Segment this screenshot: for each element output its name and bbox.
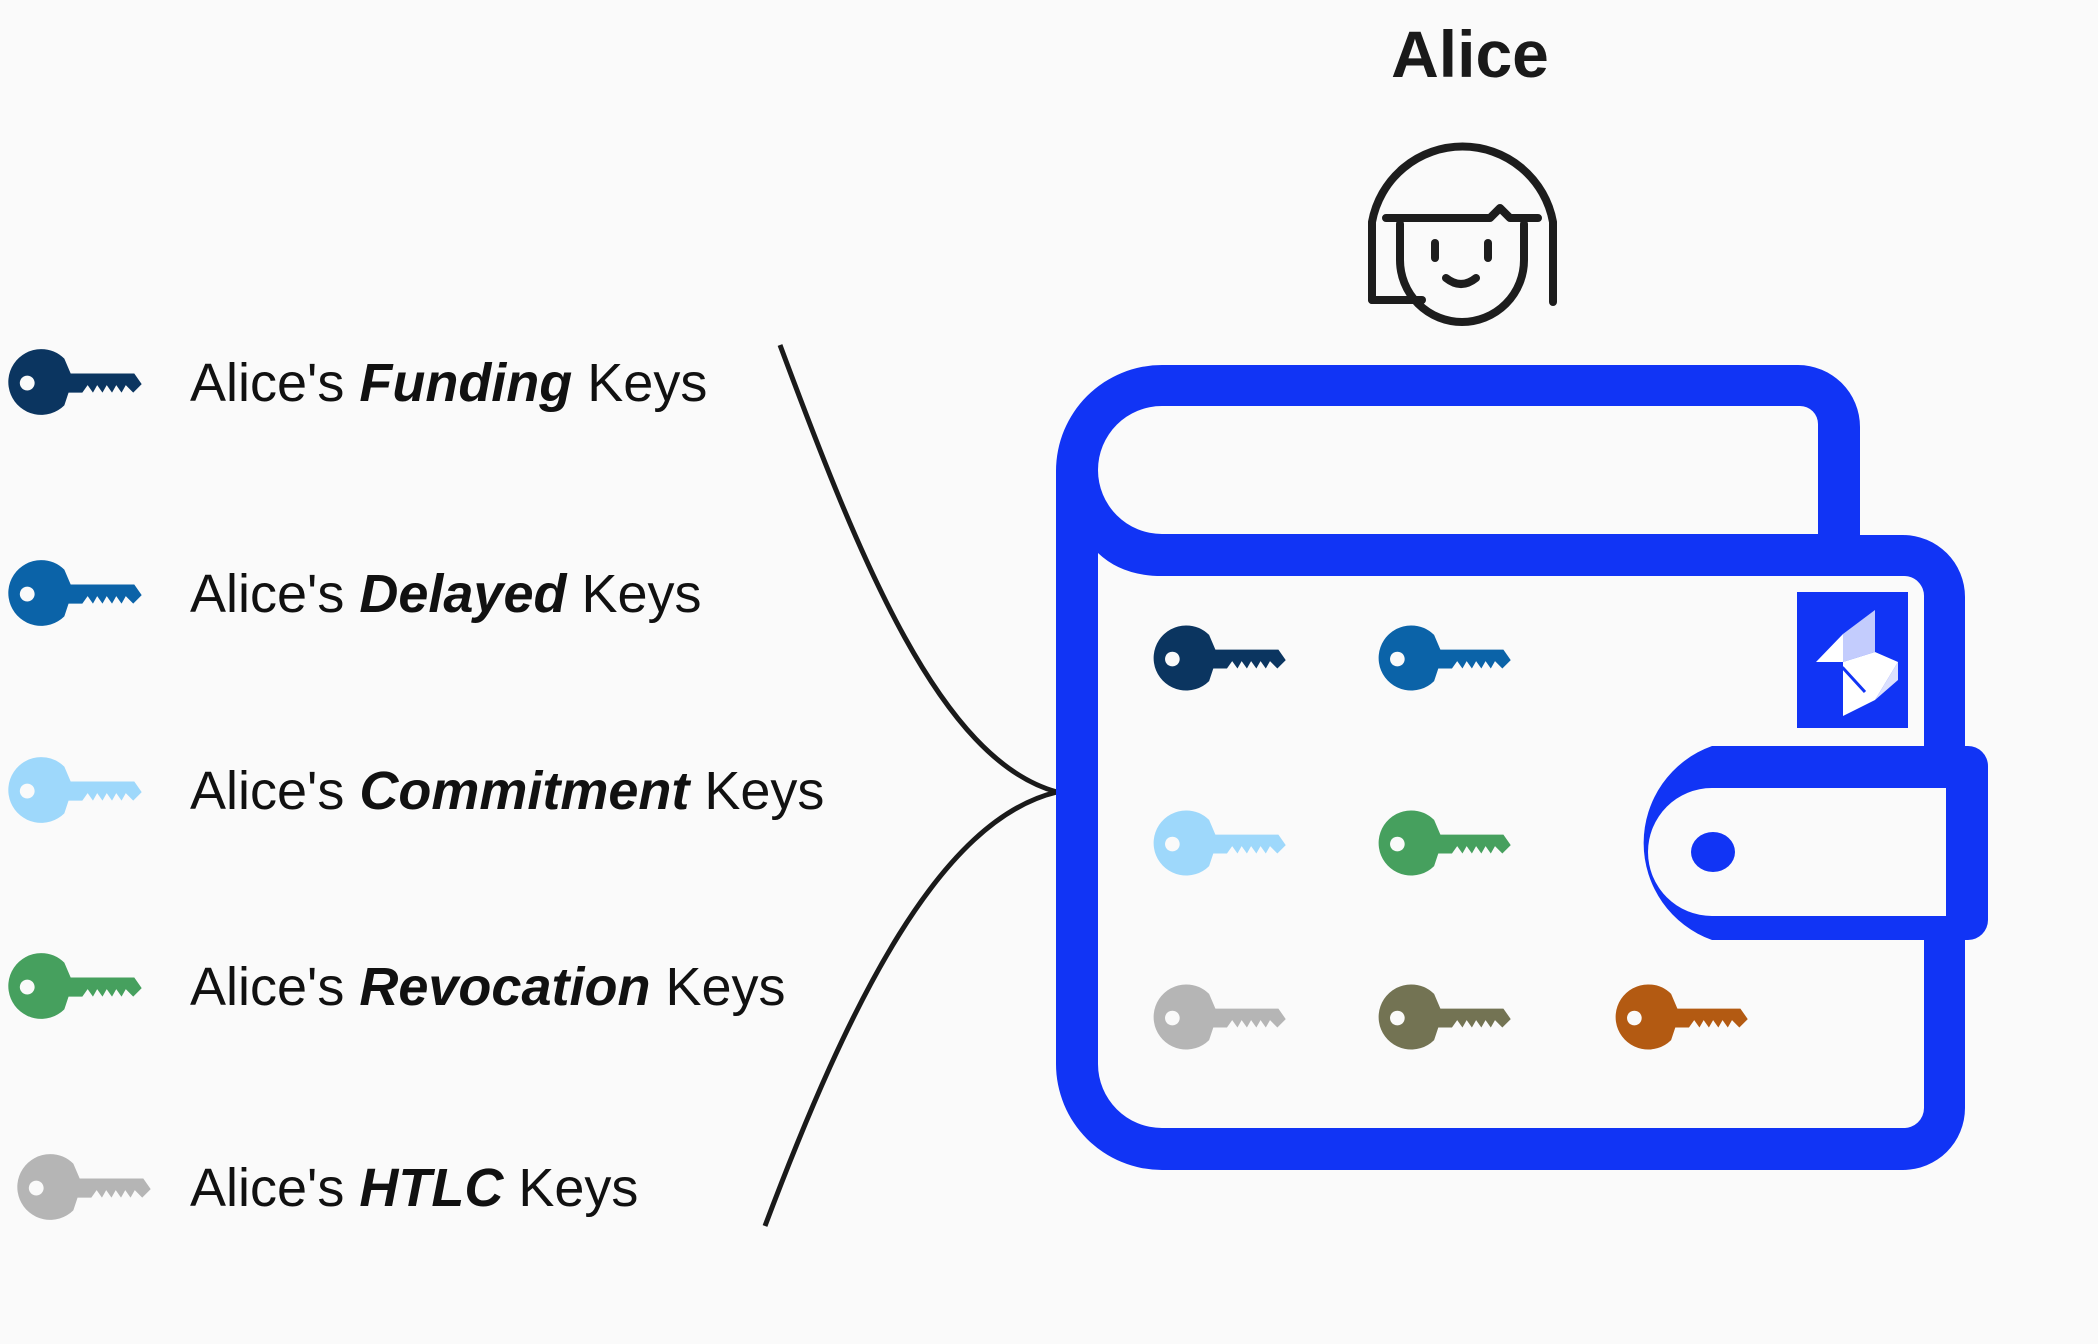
delayed-key-icon — [1378, 625, 1511, 691]
legend-prefix: Alice's — [190, 1158, 359, 1218]
legend-prefix: Alice's — [190, 353, 359, 413]
legend-item: Alice's Delayed Keys — [8, 560, 702, 626]
legend-item: Alice's HTLC Keys — [17, 1154, 638, 1220]
delayed-key-icon — [8, 560, 142, 626]
lightning-logo-icon — [1797, 592, 1908, 728]
legend-keyword: HTLC — [359, 1158, 504, 1218]
diagram-title: Alice — [1391, 17, 1549, 91]
legend-prefix: Alice's — [190, 761, 359, 821]
legend-suffix: Keys — [650, 957, 785, 1017]
legend-label: Alice's Funding Keys — [190, 353, 707, 413]
legend-item: Alice's Revocation Keys — [8, 953, 786, 1019]
wallet-keys — [1153, 625, 1748, 1050]
commitment-key-icon — [8, 757, 142, 823]
legend-prefix: Alice's — [190, 564, 359, 624]
legend-label: Alice's HTLC Keys — [190, 1158, 638, 1218]
legend-label: Alice's Commitment Keys — [190, 761, 824, 821]
funding-key-icon — [8, 349, 142, 415]
alice-avatar-icon — [1368, 142, 1557, 326]
legend-keyword: Delayed — [359, 564, 567, 624]
htlc-key-icon — [17, 1154, 151, 1220]
funding-key-icon — [1153, 625, 1286, 691]
legend-label: Alice's Revocation Keys — [190, 957, 786, 1017]
legend-suffix: Keys — [566, 564, 701, 624]
connector-lower — [762, 789, 1058, 1227]
legend-suffix: Keys — [689, 761, 824, 821]
connector-upper — [777, 344, 1058, 795]
revocation-key-icon — [8, 953, 142, 1019]
legend-suffix: Keys — [503, 1158, 638, 1218]
legend-keyword: Funding — [359, 353, 572, 413]
revocation-key-icon — [1378, 810, 1511, 876]
orange-key-icon — [1615, 984, 1748, 1050]
connector-lines — [762, 344, 1058, 1227]
legend-keyword: Commitment — [359, 761, 691, 821]
legend-item: Alice's Funding Keys — [8, 349, 707, 415]
legend-item: Alice's Commitment Keys — [8, 757, 824, 823]
legend-suffix: Keys — [572, 353, 707, 413]
htlc-key-icon — [1153, 984, 1286, 1050]
legend-keyword: Revocation — [359, 957, 650, 1017]
commitment-key-icon — [1153, 810, 1286, 876]
legend-prefix: Alice's — [190, 957, 359, 1017]
wallet-icon — [1056, 365, 1988, 1170]
olive-key-icon — [1378, 984, 1511, 1050]
legend-label: Alice's Delayed Keys — [190, 564, 702, 624]
